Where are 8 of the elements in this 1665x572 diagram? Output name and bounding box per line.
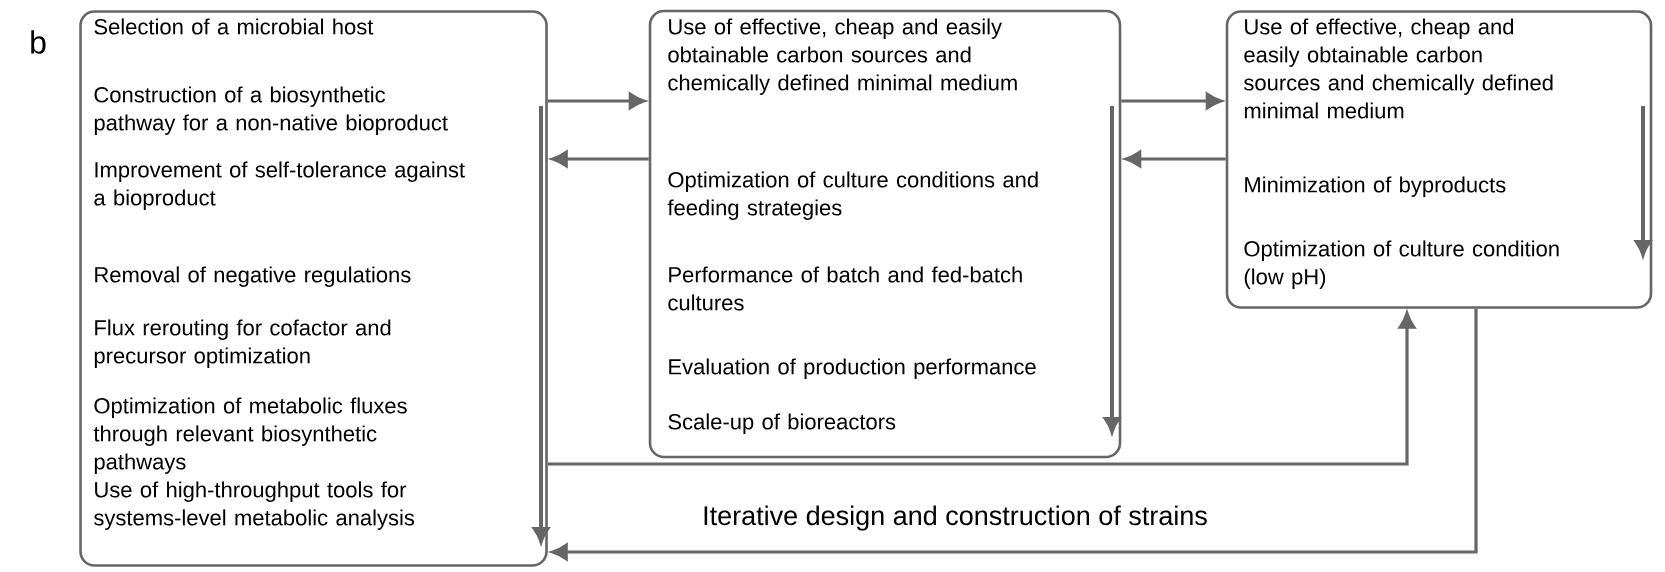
arrow [547,92,646,110]
edge-label: Iterative design and construction of strains [700,503,1210,533]
arrow [547,312,1416,466]
panel-letter: b [31,30,46,54]
arrow [1121,92,1223,110]
arrow [551,308,1478,561]
arrow [1124,150,1226,168]
arrow [551,150,649,168]
